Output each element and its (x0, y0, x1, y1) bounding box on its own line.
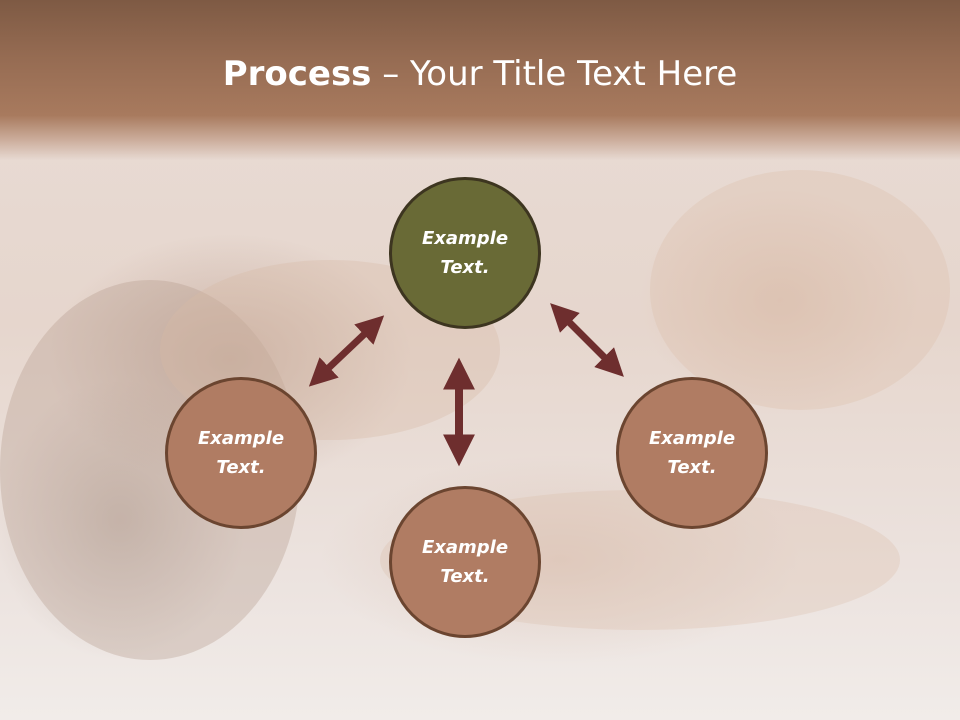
process-node-left: Example Text. (165, 377, 317, 529)
node-bottom-label: Example Text. (421, 537, 509, 587)
hair-shape (0, 280, 300, 660)
arrow-center-left (308, 315, 385, 387)
process-node-center: Example Text. (389, 177, 541, 329)
arrow-center-right (550, 303, 624, 377)
header-band (0, 0, 960, 160)
shoulder-shape (650, 170, 950, 410)
node-left-label: Example Text. (197, 428, 285, 478)
process-node-bottom: Example Text. (389, 486, 541, 638)
title-bold: Process (222, 54, 372, 94)
node-right-label: Example Text. (648, 428, 736, 478)
process-node-right: Example Text. (616, 377, 768, 529)
slide-title: Process – Your Title Text Here (0, 52, 960, 96)
title-rest: – Your Title Text Here (371, 54, 738, 94)
node-center-label: Example Text. (421, 228, 509, 278)
